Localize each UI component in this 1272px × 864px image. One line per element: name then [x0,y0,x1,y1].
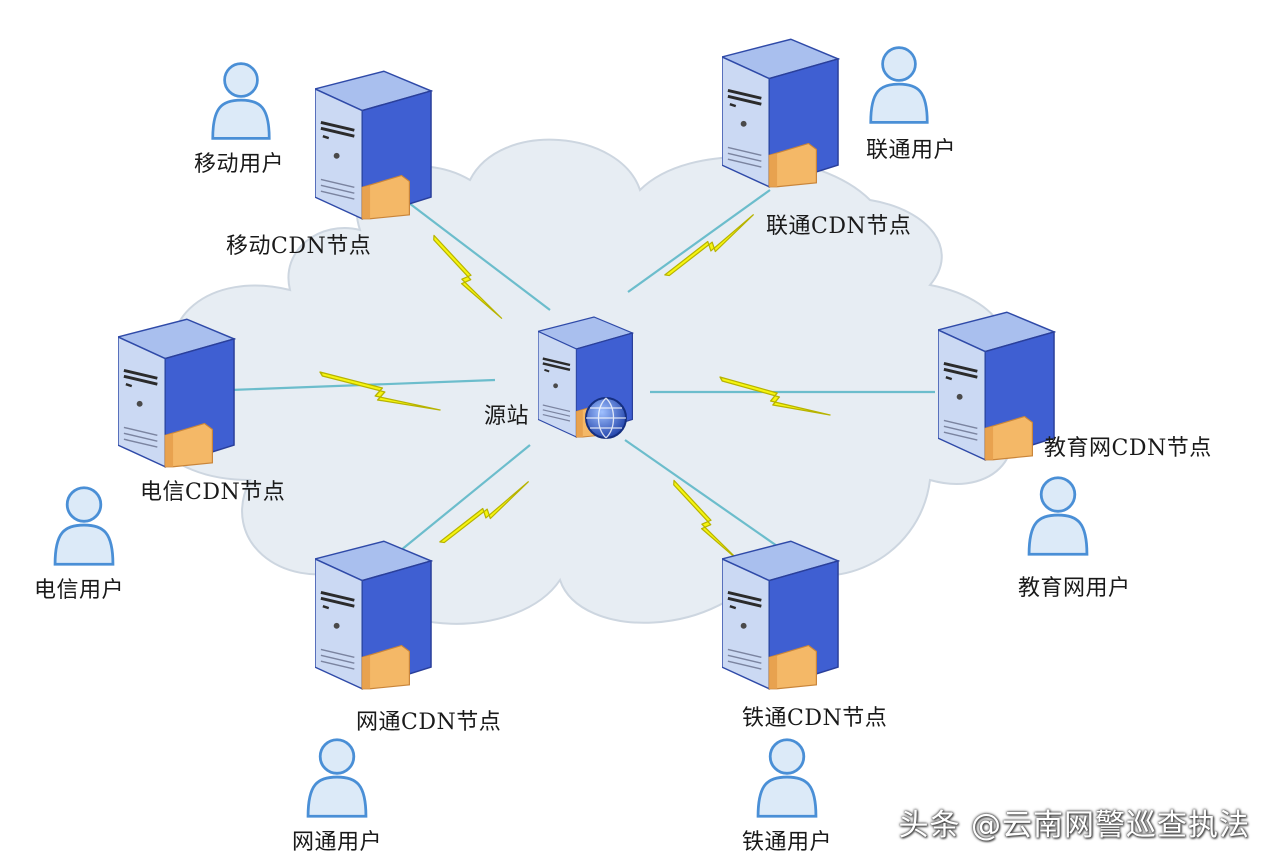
user-label-netcom: 网通用户 [292,830,383,855]
server-icon-telecom [118,318,236,468]
user-icon-railcom [756,738,818,818]
user-icon-unicom [869,46,929,124]
server-icon-unicom [722,38,840,188]
origin-label: 源站 [484,404,530,429]
watermark: 头条 @云南网警巡查执法 [898,808,1250,843]
user-icon-netcom [306,738,368,818]
globe-icon [585,397,627,439]
server-icon-netcom [315,540,433,690]
server-icon-mobile [315,70,433,220]
user-icon-education [1027,476,1089,556]
server-icon-railcom [722,540,840,690]
node-label-railcom: 铁通CDN节点 [742,706,888,731]
node-label-netcom: 网通CDN节点 [356,710,502,735]
user-label-telecom: 电信用户 [34,578,125,603]
node-label-telecom: 电信CDN节点 [140,480,286,505]
node-label-mobile: 移动CDN节点 [226,234,372,259]
user-label-mobile: 移动用户 [194,152,285,177]
user-icon-mobile [211,62,271,140]
node-label-unicom: 联通CDN节点 [766,214,912,239]
node-label-education: 教育网CDN节点 [1044,436,1212,461]
server-icon-education [938,310,1056,462]
user-label-unicom: 联通用户 [866,138,957,163]
user-icon-telecom [53,486,115,566]
user-label-railcom: 铁通用户 [742,830,833,855]
user-label-education: 教育网用户 [1018,576,1131,601]
